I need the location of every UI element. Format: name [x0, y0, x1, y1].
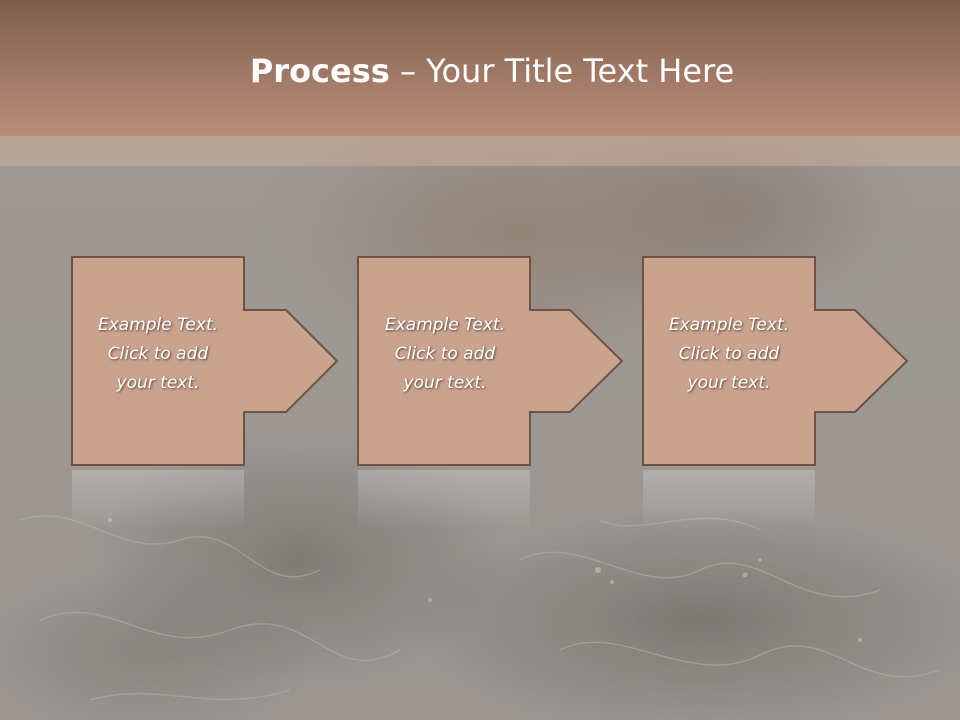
process-step-1-shape[interactable] — [71, 256, 339, 466]
process-step-2-shape[interactable] — [357, 256, 624, 466]
header-band — [0, 0, 960, 136]
step-2-line-2: Click to add — [394, 344, 496, 364]
step-1-line-3: your text. — [116, 373, 200, 393]
header-strip — [0, 136, 960, 166]
step-3-line-2: Click to add — [678, 344, 780, 364]
step-2-line-1: Example Text. — [384, 315, 506, 335]
process-step-2-text[interactable]: Example Text. Click to add your text. — [357, 311, 533, 398]
step-1-line-2: Click to add — [107, 344, 209, 364]
reflection-3 — [643, 470, 815, 530]
step-3-line-3: your text. — [687, 373, 771, 393]
title-rest: – Your Title Text Here — [389, 52, 735, 90]
process-step-3-text[interactable]: Example Text. Click to add your text. — [641, 311, 817, 398]
process-step-1-text[interactable]: Example Text. Click to add your text. — [70, 311, 246, 398]
process-step-3-shape[interactable] — [642, 256, 909, 466]
step-1-line-1: Example Text. — [97, 315, 219, 335]
reflection-2 — [358, 470, 530, 530]
title-bold: Process — [249, 52, 390, 90]
reflection-1 — [72, 470, 244, 530]
slide-title[interactable]: Process – Your Title Text Here — [0, 52, 960, 90]
step-2-line-3: your text. — [403, 373, 487, 393]
step-3-line-1: Example Text. — [668, 315, 790, 335]
